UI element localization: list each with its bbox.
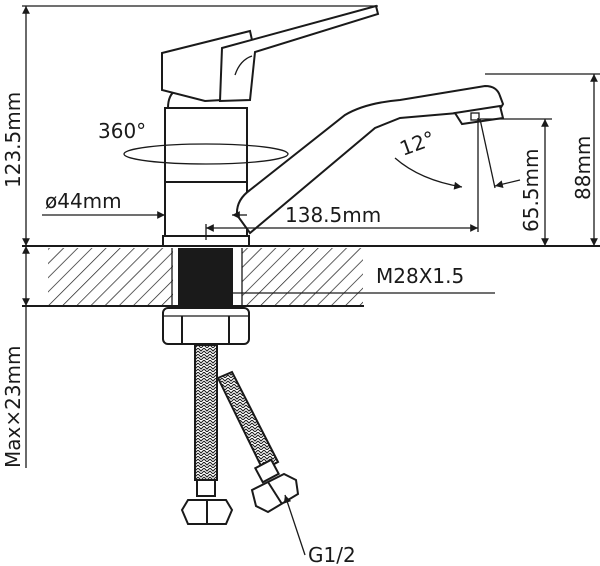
countertop-section — [22, 245, 600, 307]
countertop-hatch-right — [242, 248, 363, 305]
hose-straight — [194, 344, 218, 481]
threaded-shank — [178, 248, 233, 305]
dim-spout-angle — [394, 157, 463, 190]
label-hose-connection: G1/2 — [308, 543, 356, 566]
label-max-thickness: Max×23mm — [1, 345, 25, 468]
label-aerator-height: 65.5mm — [519, 149, 543, 233]
label-base-diameter: ø44mm — [45, 189, 122, 213]
label-spout-reach: 138.5mm — [285, 203, 381, 227]
supply-hoses — [180, 344, 300, 525]
mounting-nut — [162, 307, 250, 345]
hose-angled — [216, 370, 280, 472]
label-total-height: 123.5mm — [1, 92, 25, 188]
faucet-body — [161, 4, 505, 247]
lever-handle-arm — [218, 4, 380, 103]
dimension-labels: 123.5mm 360° ø44mm 138.5mm 12° 65.5mm 88… — [1, 92, 595, 566]
label-spout-height: 88mm — [571, 136, 595, 200]
rotation-ellipse — [123, 143, 289, 165]
dimension-lines — [22, 5, 600, 556]
countertop-hatch-left — [48, 248, 173, 305]
hose-leader — [283, 494, 306, 556]
label-thread: M28X1.5 — [376, 264, 464, 288]
faucet-base-cylinder — [164, 107, 248, 237]
spout — [235, 84, 505, 235]
label-rotation: 360° — [98, 119, 146, 143]
label-spout-angle: 12° — [397, 126, 439, 161]
